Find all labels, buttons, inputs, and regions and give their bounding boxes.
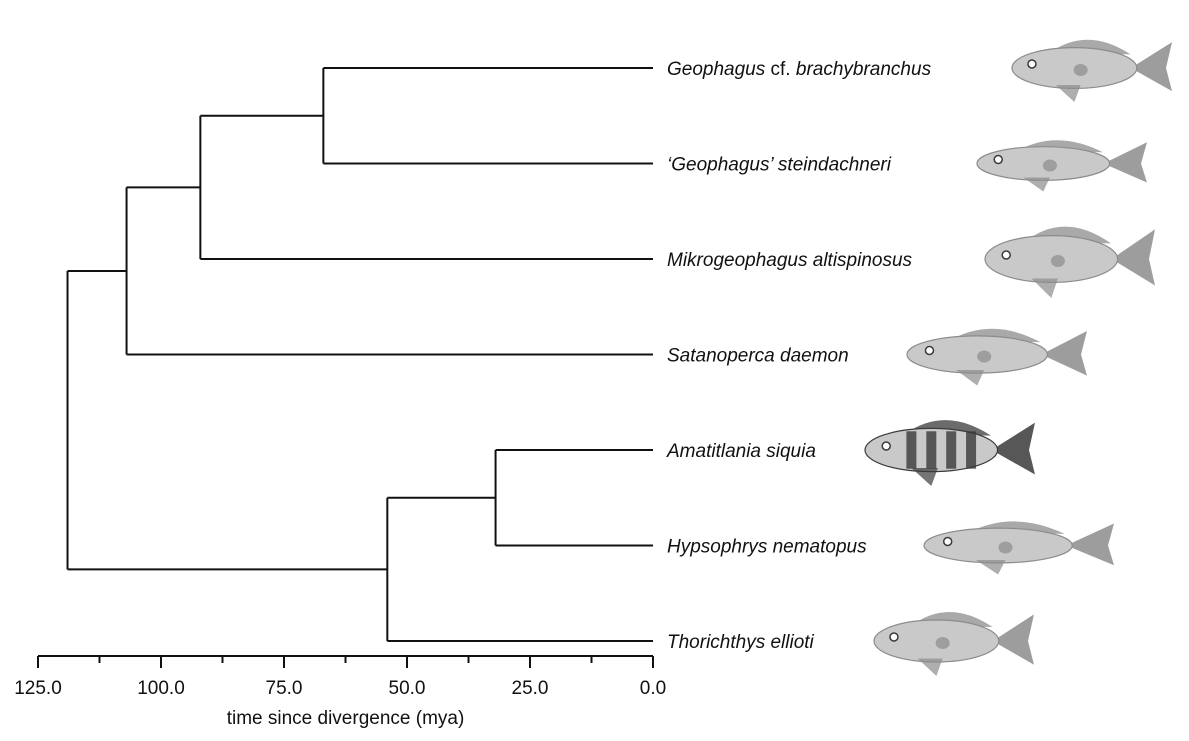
taxon-label-mikro: Mikrogeophagus altispinosus (667, 250, 913, 271)
tick-label: 50.0 (389, 678, 426, 699)
taxon-label-hypso: Hypsophrys nematopus (667, 537, 867, 558)
taxon-label-satano: Satanoperca daemon (667, 346, 849, 367)
fish-photo-geophagus-steindachneri (977, 140, 1147, 191)
tick-label: 75.0 (266, 678, 303, 699)
taxon-label-part: cf. (765, 59, 796, 80)
taxon-label-geo_brachy: Geophagus cf. brachybranchus (667, 59, 932, 80)
taxon-label-part: Hypsophrys nematopus (667, 537, 867, 558)
taxon-label-part: Mikrogeophagus altispinosus (667, 250, 913, 271)
fish-photos (865, 40, 1172, 676)
taxon-label-part: Satanoperca daemon (667, 346, 849, 367)
taxon-label-thori: Thorichthys ellioti (667, 632, 815, 653)
fish-photo-geophagus-cf-brachybranchus (1012, 40, 1172, 102)
taxon-labels: Geophagus cf. brachybranchus ‘Geophagus’ … (666, 59, 932, 653)
fish-photo-amatitlania-siquia (865, 420, 1035, 486)
time-axis: 125.0 100.0 75.0 50.0 25.0 0.0 time since dive… (14, 656, 666, 729)
tick-label: 125.0 (14, 678, 62, 699)
tick-label: 100.0 (137, 678, 185, 699)
fish-photo-mikrogeophagus-altispinosus (985, 227, 1155, 298)
taxon-label-geo_stein: ‘Geophagus’ steindachneri (667, 155, 892, 176)
taxon-label-part: brachybranchus (796, 59, 932, 80)
tick-label: 25.0 (512, 678, 549, 699)
fish-photo-satanoperca-daemon (907, 329, 1087, 386)
axis-title: time since divergence (mya) (227, 708, 465, 729)
taxon-label-part: Amatitlania siquia (666, 441, 816, 462)
fish-photo-thorichthys-ellioti (874, 612, 1034, 676)
taxon-label-part: ‘Geophagus’ steindachneri (667, 155, 892, 176)
taxon-label-part: Thorichthys ellioti (667, 632, 815, 653)
taxon-label-amatit: Amatitlania siquia (666, 441, 816, 462)
taxon-label-part: Geophagus (667, 59, 766, 80)
tick-label: 0.0 (640, 678, 666, 699)
fish-photo-hypsophrys-nematopus (924, 521, 1114, 574)
tree-branches (68, 68, 653, 641)
